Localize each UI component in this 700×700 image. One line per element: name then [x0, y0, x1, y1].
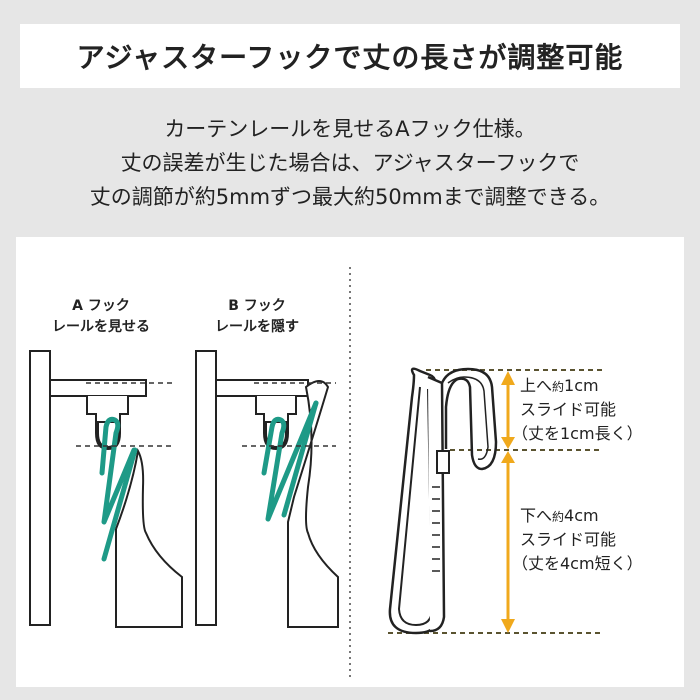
up-arrow-tail [501, 437, 515, 449]
ratchet-teeth [432, 486, 440, 572]
slide-up-line-3: （丈を1cm長く） [512, 424, 643, 443]
description-line-3: 丈の調節が約5mmずつ最大約50mmまで調整できる。 [89, 185, 611, 209]
diagram-panel: A フック レールを見せる B フック レールを隠す [16, 237, 684, 687]
hook-a-caption: レールを見せる [52, 319, 150, 335]
hook-b-stem [281, 400, 319, 518]
hook-b-name: B フック [228, 298, 286, 314]
up-arrow-head [501, 371, 515, 385]
slide-down-line-3: （丈を4cm短く） [512, 554, 643, 573]
wall-b [195, 350, 217, 626]
down-arrow-head [501, 619, 515, 633]
slide-up-line-1: 上へ約1cm [520, 376, 599, 395]
adjuster-hook-diagram [388, 367, 602, 635]
hook-b-caption: レールを隠す [215, 318, 299, 335]
slide-up-line-2: スライド可能 [520, 400, 616, 419]
hook-a-icon [99, 416, 137, 525]
description-line-1: カーテンレールを見せるAフック仕様。 [164, 117, 536, 141]
hook-a-stem [101, 447, 138, 562]
runner-ring-a [95, 423, 121, 451]
description-line-2: 丈の誤差が生じた場合は、アジャスターフックで [120, 151, 580, 175]
slide-down-line-2: スライド可能 [520, 530, 616, 549]
diagram-svg: A フック レールを見せる B フック レールを隠す [29, 267, 643, 679]
slide-plate [427, 375, 446, 633]
hook-a-diagram [29, 350, 183, 628]
hook-b-diagram [195, 350, 339, 628]
slider-block [436, 450, 450, 474]
slide-down-line-1: 下へ約4cm [520, 506, 599, 525]
wall-a [29, 350, 51, 626]
hook-b-icon [261, 400, 319, 522]
hook-loop-inner [447, 376, 489, 460]
page-title: アジャスターフックで丈の長さが調整可能 [76, 41, 624, 74]
runner-ring-b [263, 423, 289, 451]
hook-loop [440, 367, 498, 471]
title-bar: アジャスターフックで丈の長さが調整可能 [20, 24, 680, 88]
curtain-b [287, 380, 339, 628]
down-arrow-top [501, 451, 515, 463]
hook-a-name: A フック [72, 298, 130, 314]
runner-a [86, 396, 129, 423]
curtain-a [115, 447, 183, 628]
description: カーテンレールを見せるAフック仕様。 丈の誤差が生じた場合は、アジャスターフック… [0, 112, 700, 214]
